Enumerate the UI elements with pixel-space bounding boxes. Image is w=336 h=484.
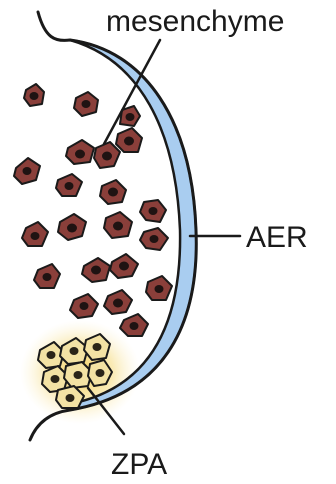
zpa-label: ZPA bbox=[111, 448, 167, 481]
mesenchyme-cells bbox=[14, 84, 172, 336]
mesenchyme-label: mesenchyme bbox=[106, 5, 284, 38]
aer-label: AER bbox=[246, 221, 308, 254]
